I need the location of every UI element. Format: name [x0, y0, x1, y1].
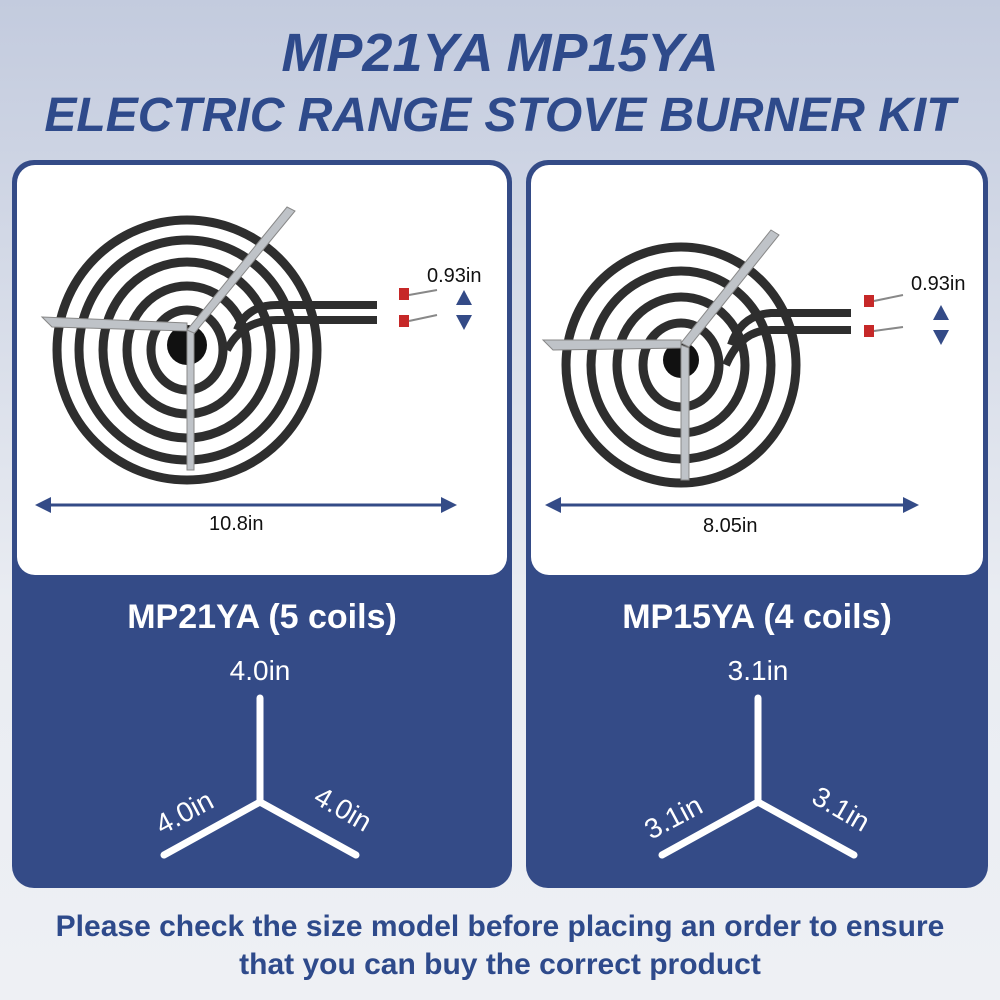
- title-product: ELECTRIC RANGE STOVE BURNER KIT: [44, 89, 956, 142]
- burner-coil-icon: [35, 206, 472, 513]
- product-card-mp21ya: 0.93in 10.8in MP21YA (5 coils) 4.0in 4.0…: [12, 160, 512, 888]
- model-name: MP21YA (5 coils): [127, 598, 397, 636]
- leg-dimension-diagram: 3.1in 3.1in 3.1in: [639, 655, 875, 859]
- product-card-mp15ya: 0.93in 8.05in MP15YA (4 coils) 3.1in 3.1…: [526, 160, 988, 888]
- leg-dimension-diagram: 4.0in 4.0in 4.0in: [150, 655, 377, 859]
- title-models: MP21YA MP15YA: [281, 23, 719, 83]
- diameter-label: 8.05in: [703, 515, 758, 537]
- footer-line-1: Please check the size model before placi…: [55, 910, 945, 943]
- footer-line-2: that you can buy the correct product: [239, 948, 761, 981]
- product-image-area: 0.93in 10.8in: [17, 165, 507, 575]
- terminal-gap-label: 0.93in: [911, 273, 966, 295]
- leg-right-label: 4.0in: [309, 780, 377, 837]
- product-image-area: 0.93in 8.05in: [531, 165, 983, 575]
- burner-coil-icon: [541, 229, 949, 513]
- diameter-label: 10.8in: [209, 513, 264, 535]
- model-name: MP15YA (4 coils): [622, 598, 892, 636]
- terminal-gap-label: 0.93in: [427, 265, 482, 287]
- leg-top-label: 4.0in: [230, 655, 291, 686]
- footer-note: Please check the size model before placi…: [0, 908, 1000, 984]
- leg-top-label: 3.1in: [728, 655, 789, 686]
- leg-right-label: 3.1in: [807, 780, 875, 837]
